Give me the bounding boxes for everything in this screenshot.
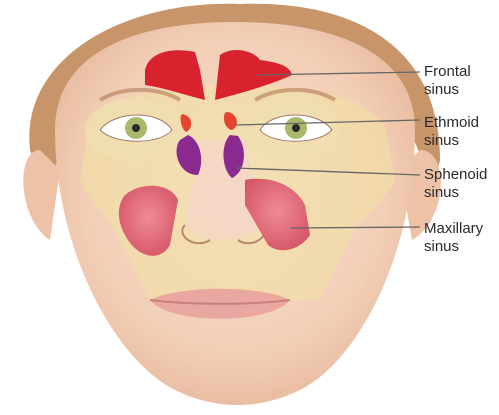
maxillary-label-line1: Maxillary — [424, 220, 483, 238]
maxillary-label-line2: sinus — [424, 238, 483, 256]
frontal-label-line2: sinus — [424, 81, 471, 99]
maxillary-sinus-label: Maxillary sinus — [424, 220, 483, 256]
sphenoid-label-line1: Sphenoid — [424, 166, 487, 184]
frontal-label-line1: Frontal — [424, 63, 471, 81]
ethmoid-label-line1: Ethmoid — [424, 114, 479, 132]
sphenoid-sinus-label: Sphenoid sinus — [424, 166, 487, 202]
sphenoid-label-line2: sinus — [424, 184, 487, 202]
ethmoid-label-line2: sinus — [424, 132, 479, 150]
ethmoid-sinus-label: Ethmoid sinus — [424, 114, 479, 150]
frontal-sinus-label: Frontal sinus — [424, 63, 471, 99]
